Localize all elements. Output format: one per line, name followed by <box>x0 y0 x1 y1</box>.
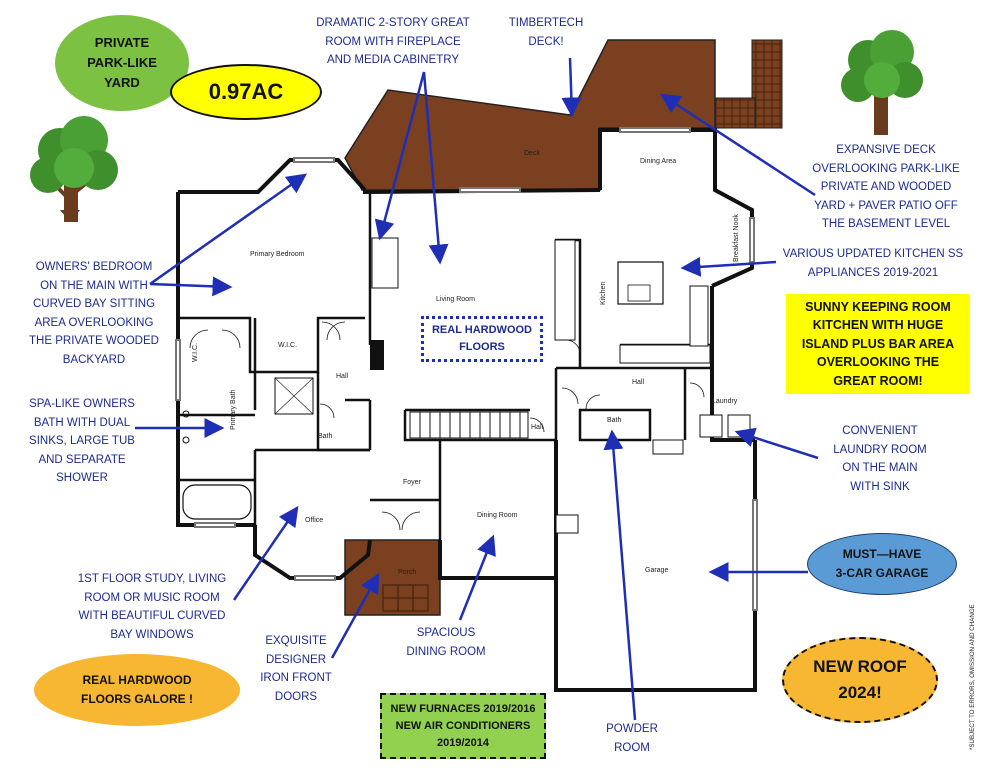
callout-laundry: CONVENIENT LAUNDRY ROOM ON THE MAIN WITH… <box>833 425 927 493</box>
furnaces-badge: NEW FURNACES 2019/2016 NEW AIR CONDITION… <box>380 693 546 759</box>
disclaimer-text: *SUBJECT TO ERRORS, OMISSION AND CHANGE <box>969 604 976 750</box>
garage-badge: MUST—HAVE 3-CAR GARAGE <box>807 533 957 595</box>
room-label-bath-right: Bath <box>607 417 622 424</box>
room-label-garage: Garage <box>645 567 668 574</box>
new-roof-badge: NEW ROOF 2024! <box>782 637 938 723</box>
interior-walls <box>178 192 712 540</box>
windows <box>175 127 758 611</box>
callout-great-room: DRAMATIC 2-STORY GREAT ROOM WITH FIREPLA… <box>316 17 470 66</box>
room-label-primary-bedroom: Primary Bedroom <box>250 251 305 258</box>
room-label-breakfast-nook: Breakfast Nook <box>733 214 740 262</box>
media-cabinet <box>371 237 399 289</box>
callout-powder-room: POWDER ROOM <box>606 723 658 754</box>
porch-area <box>344 539 441 616</box>
callout-study: 1ST FLOOR STUDY, LIVING ROOM OR MUSIC RO… <box>77 573 227 641</box>
room-label-hall-right: Hall <box>632 379 645 386</box>
room-label-hall-mid: Hall <box>531 424 544 431</box>
kitchen-island <box>617 261 664 305</box>
callout-front-doors: EXQUISITE DESIGNER IRON FRONT DOORS <box>260 635 332 703</box>
tree-icon-right <box>841 30 923 135</box>
hardwood-floors-badge: REAL HARDWOOD FLOORS <box>421 316 543 362</box>
room-label-deck: Deck <box>524 150 540 157</box>
callout-expansive-deck: EXPANSIVE DECK OVERLOOKING PARK-LIKE PRI… <box>812 144 960 230</box>
callout-owners-bath: SPA-LIKE OWNERS BATH WITH DUAL SINKS, LA… <box>29 398 135 484</box>
room-label-hall-left: Hall <box>336 373 349 380</box>
room-label-dining-area: Dining Area <box>640 158 676 165</box>
disclaimer-container: *SUBJECT TO ERRORS, OMISSION AND CHANGE <box>969 604 976 750</box>
room-label-living-room: Living Room <box>436 296 475 303</box>
callout-dining-room: SPACIOUS DINING ROOM <box>406 627 486 658</box>
callout-arrows <box>135 57 819 721</box>
room-label-bath-left: Bath <box>318 433 333 440</box>
room-label-laundry: Laundry <box>712 398 738 405</box>
doors <box>189 321 705 531</box>
callout-kitchen-appliances: VARIOUS UPDATED KITCHEN SS APPLIANCES 20… <box>782 248 964 279</box>
callout-owners-bedroom: OWNERS' BEDROOM ON THE MAIN WITH CURVED … <box>29 261 159 366</box>
callout-deck: TIMBERTECH DECK! <box>508 17 584 48</box>
room-label-wic-right: W.I.C. <box>278 342 297 349</box>
keeping-room-badge: SUNNY KEEPING ROOM KITCHEN WITH HUGE ISL… <box>786 294 970 394</box>
tree-icon-left <box>30 116 118 222</box>
room-label-office: Office <box>305 517 323 524</box>
private-yard-badge: PRIVATE PARK-LIKE YARD <box>55 15 189 111</box>
room-label-foyer: Foyer <box>403 479 422 486</box>
fireplace <box>370 340 384 370</box>
room-label-primary-bath: Primary Bath <box>230 389 237 430</box>
hardwood-galore-badge: REAL HARDWOOD FLOORS GALORE ! <box>34 654 240 726</box>
bathtub <box>182 484 252 520</box>
room-label-wic-left: W.I.C. <box>192 343 199 362</box>
room-label-porch: Porch <box>398 569 416 576</box>
room-label-dining-room: Dining Room <box>477 512 518 519</box>
room-label-kitchen: Kitchen <box>600 282 607 305</box>
acreage-badge: 0.97AC <box>170 64 322 120</box>
staircase <box>409 411 529 439</box>
